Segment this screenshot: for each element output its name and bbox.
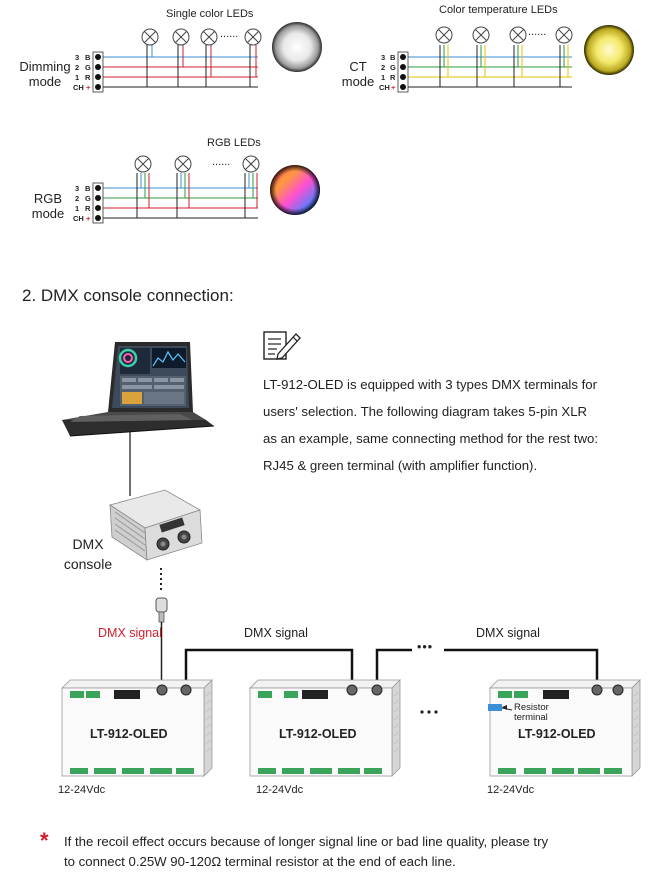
dimming-wiring	[92, 22, 322, 93]
xlr-plug-illustration	[155, 597, 168, 685]
ct-pin-ch: CH	[379, 83, 390, 92]
resistor-line1: Resistor	[514, 702, 549, 713]
rgb-pin-letter-plus: +	[86, 214, 91, 223]
paragraph-line-3: as an example, same connecting method fo…	[263, 431, 598, 446]
dmx-console-label: DMX console	[56, 534, 120, 574]
rgb-pin-letter-b: B	[85, 184, 91, 193]
cable-ellipsis: •••	[417, 640, 434, 654]
dimming-mode-label: Dimming mode	[17, 59, 73, 89]
dmx-cables	[184, 648, 599, 685]
dimming-pin-letter-plus: +	[86, 83, 91, 92]
dmx-console-line1: DMX	[72, 536, 104, 552]
device-3-voltage: 12-24Vdc	[487, 784, 535, 796]
rgb-pin-letter-r: R	[85, 204, 91, 213]
ct-pin-letter-plus: +	[391, 83, 396, 92]
ct-mode-line1: CT	[349, 59, 367, 74]
ct-pin-letter-b: B	[390, 53, 396, 62]
rgb-pin-ch: CH	[73, 214, 84, 223]
section-heading: 2. DMX console connection:	[22, 286, 234, 305]
dimming-pin-letter-b: B	[85, 53, 91, 62]
asterisk-icon: *	[40, 828, 49, 853]
device-2-name: LT-912-OLED	[279, 727, 357, 741]
dmx-signal-label-2: DMX signal	[244, 626, 308, 640]
dimming-pin-letter-g: G	[85, 63, 91, 72]
dimming-pin-2: 2	[75, 63, 80, 72]
device-boxes	[61, 679, 641, 777]
ct-pin-1: 1	[381, 73, 386, 82]
notepad-icon	[263, 331, 301, 360]
device-1-voltage: 12-24Vdc	[58, 784, 106, 796]
ct-wiring	[397, 25, 634, 93]
device-3-name: LT-912-OLED	[518, 727, 596, 741]
rgb-dots: ......	[212, 156, 231, 168]
dimming-mode-line2: mode	[28, 74, 62, 89]
ct-led-title: Color temperature LEDs	[439, 4, 558, 16]
dmx-signal-label-1: DMX signal	[98, 626, 162, 640]
dimming-pin-letter-r: R	[85, 73, 91, 82]
paragraph-line-2: users' selection. The following diagram …	[263, 404, 588, 419]
dmx-signal-label-3: DMX signal	[476, 626, 540, 640]
paragraph-line-1: LT-912-OLED is equipped with 3 types DMX…	[263, 377, 597, 392]
ct-pin-3: 3	[381, 53, 386, 62]
rgb-led-title: RGB LEDs	[207, 137, 261, 149]
device-1-name: LT-912-OLED	[90, 727, 168, 741]
dimming-pin-1: 1	[75, 73, 80, 82]
rgb-pin-2: 2	[75, 194, 80, 203]
note-line-1: If the recoil effect occurs because of l…	[64, 834, 549, 849]
rgb-wiring	[92, 155, 320, 224]
dimming-dots: ......	[220, 28, 239, 40]
dimming-mode-line1: Dimming	[19, 59, 71, 74]
dimming-pin-ch: CH	[73, 83, 84, 92]
paragraph-line-4: RJ45 & green terminal (with amplifier fu…	[263, 458, 538, 473]
dmx-console-illustration	[109, 489, 203, 592]
device-2-voltage: 12-24Vdc	[256, 784, 304, 796]
dimming-led-title: Single color LEDs	[166, 8, 254, 20]
ct-mode-label: CT mode	[338, 59, 378, 89]
rgb-mode-line2: mode	[31, 206, 65, 221]
ct-dots: ......	[528, 26, 547, 38]
rgb-mode-line1: RGB	[33, 191, 63, 206]
rgb-pin-1: 1	[75, 204, 80, 213]
rgb-pin-letter-g: G	[85, 194, 91, 203]
ct-pin-2: 2	[381, 63, 386, 72]
ct-pin-letter-r: R	[390, 73, 396, 82]
rgb-mode-label: RGB mode	[28, 191, 68, 221]
resistor-line2: terminal	[514, 712, 548, 723]
dimming-pin-3: 3	[75, 53, 80, 62]
rgb-pin-3: 3	[75, 184, 80, 193]
ct-mode-line2: mode	[341, 74, 375, 89]
device-ellipsis	[420, 710, 438, 714]
laptop-illustration	[62, 342, 215, 496]
resistor-terminal-label: Resistor terminal	[514, 703, 549, 723]
note-line-2: to connect 0.25W 90-120Ω terminal resist…	[64, 854, 456, 869]
dmx-console-line2: console	[63, 556, 113, 572]
ct-pin-letter-g: G	[390, 63, 396, 72]
